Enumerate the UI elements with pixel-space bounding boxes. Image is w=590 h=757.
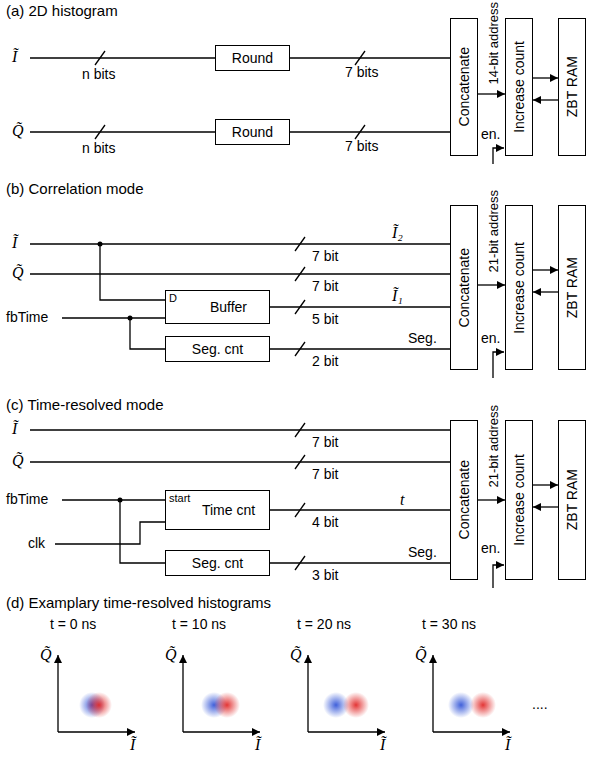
box-label: Round [232, 124, 273, 140]
signal-name: Q̃ [12, 122, 24, 139]
pin-label: start [169, 492, 190, 504]
segment-counter: Seg. cnt [165, 336, 270, 362]
bus-wire [270, 306, 450, 307]
wire-label: clk [28, 535, 45, 552]
concatenate-box: Concatenate [450, 420, 478, 580]
bus-wire [270, 509, 450, 510]
wire-label: 7 bits [345, 138, 378, 155]
bus-wire [533, 484, 558, 485]
box-label: Time cnt [180, 502, 255, 518]
bus-wire [270, 562, 450, 563]
wire-label: .... [532, 696, 548, 713]
box-label: ZBT RAM [564, 469, 580, 530]
box-label: Concatenate [456, 47, 472, 126]
signal-name: Ĩ₂ [392, 224, 403, 241]
wire-label: t = 20 ns [297, 616, 351, 633]
signal-name: t [400, 491, 404, 508]
box-label: Seg. cnt [192, 555, 243, 571]
signal-name: Ĩ [505, 736, 510, 753]
bus-wire [290, 57, 450, 58]
wire-label: 7 bit [312, 278, 338, 295]
wire-label: Seg. [408, 544, 437, 561]
concatenate-box: Concatenate [450, 18, 478, 156]
pin-label: D [169, 292, 177, 304]
histogram-blobs [79, 692, 496, 718]
counter-box: Increase count [505, 18, 533, 156]
box-label: Round [232, 50, 273, 66]
signal-name: Q̃ [165, 646, 177, 663]
wire-label: n bits [82, 66, 115, 83]
wire-label: 7 bit [312, 248, 338, 265]
ram-box: ZBT RAM [558, 420, 586, 580]
signal-name: Q̃ [40, 646, 52, 663]
signal-name: Ĩ [12, 234, 17, 251]
time-counter: startTime cnt [165, 490, 270, 530]
box-label: Increase count [511, 454, 527, 546]
bus-wire [478, 284, 505, 285]
wire-label: fbTime [6, 309, 48, 326]
wire-label: fbTime [6, 491, 48, 508]
signal-name: Ĩ [12, 48, 17, 65]
bus-wire [533, 269, 558, 270]
box-label: Increase count [511, 41, 527, 133]
signal-name: Q̃ [415, 646, 427, 663]
panel-title: (a) 2D histogram [6, 2, 118, 19]
panel-title: (b) Correlation mode [6, 180, 144, 197]
signal-name: Q̃ [12, 452, 24, 469]
bus-wire [533, 291, 558, 292]
wire-label: en. [481, 126, 500, 143]
buffer-box: D Buffer [165, 290, 270, 324]
signal-name: Ĩ [130, 736, 135, 753]
wire-label: t = 30 ns [422, 616, 476, 633]
signal-name: Ĩ [12, 420, 17, 437]
bus-wire [478, 499, 505, 500]
wire-label: 7 bit [312, 466, 338, 483]
wire-label: 4 bit [312, 514, 338, 531]
box-label: Seg. cnt [192, 341, 243, 357]
box-label: Concatenate [456, 460, 472, 539]
wire-label: Seg. [408, 330, 437, 347]
bus-wire [533, 99, 558, 100]
bus-wire [533, 506, 558, 507]
ram-box: ZBT RAM [558, 205, 586, 370]
signal-name: Q̃ [290, 646, 302, 663]
wire-label: t = 0 ns [50, 616, 96, 633]
box-label: ZBT RAM [564, 56, 580, 117]
box-label: Increase count [511, 242, 527, 334]
wire-label: 21-bit address [485, 405, 502, 487]
signal-name: Ĩ [380, 736, 385, 753]
wire-label: en. [481, 330, 500, 347]
wire-label: n bits [82, 140, 115, 157]
signal-name: Ĩ₁ [392, 287, 403, 304]
ram-box: ZBT RAM [558, 18, 586, 156]
wire-label: 14-bit address [485, 2, 502, 84]
wire-label: 5 bit [312, 311, 338, 328]
wire-label: 7 bits [345, 64, 378, 81]
bus-wire [478, 93, 505, 94]
wire-label: 3 bit [312, 567, 338, 584]
wire-label: 7 bit [312, 434, 338, 451]
bus-wire [270, 348, 450, 349]
box-label: ZBT RAM [564, 257, 580, 318]
bus-wire [290, 131, 450, 132]
wire-label: 2 bit [312, 353, 338, 370]
wire-label: 21-bit address [485, 190, 502, 272]
wire-label: t = 10 ns [172, 616, 226, 633]
round-box: Round [215, 45, 290, 71]
counter-box: Increase count [505, 420, 533, 580]
segment-counter: Seg. cnt [165, 550, 270, 576]
round-box: Round [215, 119, 290, 145]
wire-label: en. [481, 540, 500, 557]
concatenate-box: Concatenate [450, 205, 478, 370]
signal-name: Ĩ [255, 736, 260, 753]
panel-title: (d) Examplary time-resolved histograms [6, 594, 271, 611]
panel-title: (c) Time-resolved mode [6, 396, 164, 413]
box-label: Buffer [188, 299, 247, 315]
signal-name: Q̃ [12, 264, 24, 281]
box-label: Concatenate [456, 248, 472, 327]
bus-wire [533, 77, 558, 78]
counter-box: Increase count [505, 205, 533, 370]
